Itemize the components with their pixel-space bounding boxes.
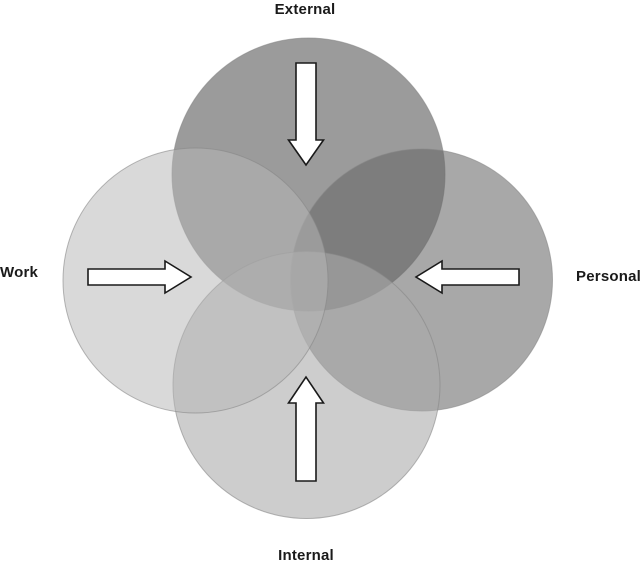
personal-label: Personal xyxy=(576,268,641,285)
work-arrow-right-icon xyxy=(87,259,193,295)
external-arrow-down-icon xyxy=(286,62,326,167)
work-circle xyxy=(62,147,329,414)
personal-arrow-left-icon xyxy=(414,259,520,295)
external-label: External xyxy=(274,1,336,18)
internal-arrow-up-icon xyxy=(286,375,326,482)
work-label: Work xyxy=(0,264,39,281)
internal-label: Internal xyxy=(278,547,334,564)
